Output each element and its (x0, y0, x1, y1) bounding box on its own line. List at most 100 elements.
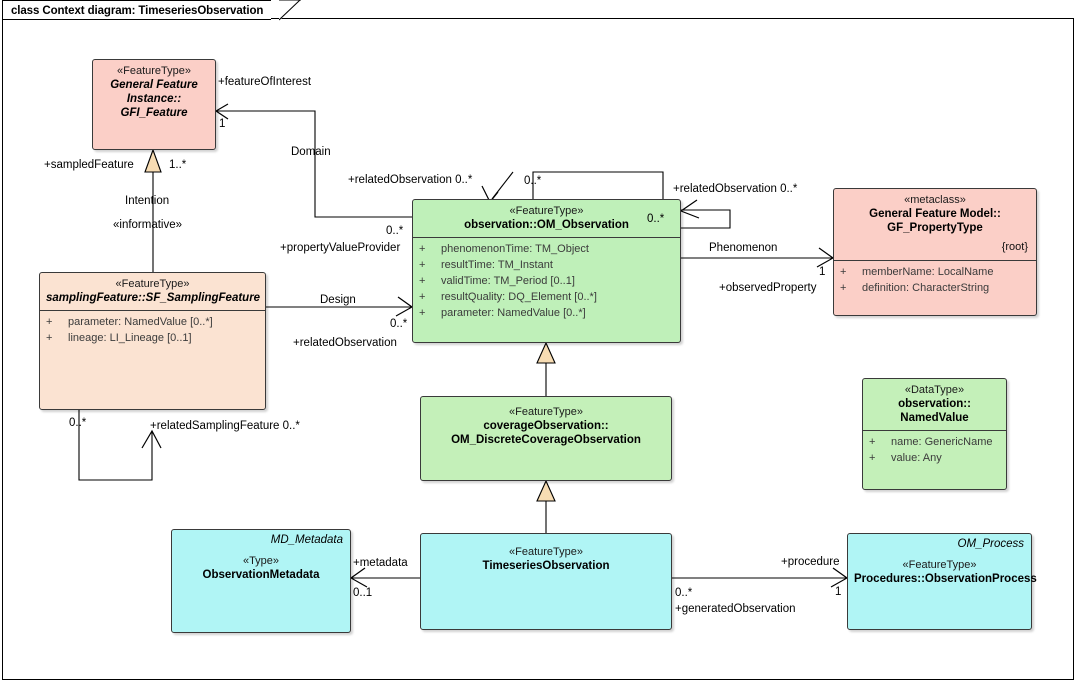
class-sf-samplingfeature[interactable]: «FeatureType» samplingFeature::SF_Sampli… (39, 272, 266, 410)
attribute-text: definition: CharacterString (862, 281, 990, 294)
attribute-row: + validTime: TM_Period [0..1] (419, 274, 676, 290)
label-procedure-role: +procedure (781, 556, 840, 568)
class-name-line2: NamedValue (900, 412, 969, 425)
class-om-discretecoverageobservation[interactable]: «FeatureType» coverageObservation:: OM_D… (420, 396, 672, 481)
label-related-observation-top-mult: 0..* (524, 175, 542, 187)
label-design-mult: 0..* (390, 318, 408, 330)
attribute-text: value: Any (891, 452, 942, 465)
label-observed-property-mult: 1 (819, 266, 826, 278)
label-generated-observation-mult: 0..* (675, 587, 693, 599)
visibility-marker: + (840, 265, 847, 278)
attribute-compartment: +phenomenonTime: TM_Object + resultTime: … (413, 238, 680, 326)
class-observationmetadata[interactable]: MD_Metadata «Type» ObservationMetadata (171, 529, 351, 633)
label-metadata-mult: 0..1 (353, 587, 373, 599)
class-name: samplingFeature::SF_SamplingFeature (46, 292, 261, 305)
visibility-marker: + (46, 316, 53, 329)
diagram-title-tab: class Context diagram: TimeseriesObserva… (2, 0, 272, 20)
attribute-text: name: GenericName (891, 436, 993, 449)
attribute-row: + definition: CharacterString (840, 281, 1032, 297)
label-feature-of-interest-mult: 1 (219, 118, 226, 130)
attribute-row: + resultTime: TM_Instant (419, 258, 676, 274)
attribute-text: resultTime: TM_Instant (441, 259, 553, 272)
attribute-row: + memberName: LocalName (840, 265, 1032, 281)
label-related-observation-right: +relatedObservation 0..* (673, 183, 798, 195)
visibility-marker: + (419, 243, 426, 256)
class-qualifier-tag: OM_Process (957, 538, 1024, 550)
class-name-line1: observation:: (898, 398, 971, 411)
label-related-sampling-feature-role: +relatedSamplingFeature 0..* (150, 420, 300, 432)
class-stereotype: «FeatureType» (117, 65, 191, 77)
attribute-row: + lineage: LI_Lineage [0..1] (46, 331, 261, 347)
attribute-text: validTime: TM_Period [0..1] (441, 275, 575, 288)
class-name-line2: GF_PropertyType (887, 222, 983, 235)
class-observationprocess[interactable]: OM_Process «FeatureType» Procedures::Obs… (847, 533, 1037, 630)
label-phenomenon-name: Phenomenon (709, 242, 778, 254)
class-om-observation[interactable]: «FeatureType» observation::OM_Observatio… (412, 199, 681, 343)
class-stereotype: «FeatureType» (509, 205, 584, 217)
class-name: ObservationMetadata (202, 569, 320, 582)
attribute-row: +parameter: NamedValue [0..*] (419, 306, 676, 322)
class-name-line2: OM_DiscreteCoverageObservation (451, 434, 641, 447)
class-constraint-root: {root} (1001, 241, 1028, 254)
label-sampled-feature-role: +sampledFeature (44, 159, 134, 171)
class-name: observation::OM_Observation (464, 219, 629, 232)
label-property-value-provider: +propertyValueProvider (280, 242, 401, 254)
label-sampled-feature-mult: 1..* (169, 159, 187, 171)
label-intention-name: Intention (125, 195, 170, 207)
attribute-text: memberName: LocalName (862, 265, 994, 278)
label-design-name: Design (320, 294, 356, 306)
label-observed-property-role: +observedProperty (719, 282, 817, 294)
attribute-text: lineage: LI_Lineage [0..1] (68, 332, 192, 345)
label-related-observation-left: +relatedObservation 0..* (348, 174, 473, 186)
diagram-frame (2, 18, 1074, 680)
label-design-role: +relatedObservation (293, 337, 397, 349)
attribute-compartment: + name: GenericName + value: Any (863, 431, 1006, 471)
class-qualifier-tag: MD_Metadata (270, 534, 343, 546)
label-related-sampling-feature-mult: 0..* (69, 417, 87, 429)
visibility-marker: + (46, 332, 53, 345)
class-name-line1: General Feature (110, 79, 198, 92)
label-generated-observation-role: +generatedObservation (675, 603, 796, 615)
attribute-text: resultQuality: DQ_Element [0..*] (441, 291, 597, 304)
class-stereotype: «Type» (242, 555, 280, 567)
class-name: Procedures::ObservationProcess (854, 573, 1037, 586)
diagram-title: class Context diagram: TimeseriesObserva… (11, 4, 264, 17)
label-domain-target-mult: 0..* (386, 225, 404, 237)
visibility-marker: + (869, 436, 876, 449)
label-related-observation-right-mult: 0..* (647, 213, 665, 225)
label-procedure-mult: 1 (835, 586, 842, 598)
attribute-row: +phenomenonTime: TM_Object (419, 242, 676, 258)
class-name: TimeseriesObservation (482, 560, 610, 573)
label-metadata-role: +metadata (353, 557, 408, 569)
attribute-compartment: + memberName: LocalName + definition: Char… (834, 261, 1036, 301)
class-name-line1: coverageObservation:: (483, 420, 609, 433)
attribute-row: + parameter: NamedValue [0..*] (46, 315, 261, 331)
class-stereotype: «FeatureType» (509, 406, 583, 418)
class-timeseriesobservation[interactable]: «FeatureType» TimeseriesObservation (420, 533, 672, 630)
visibility-marker: + (419, 259, 426, 272)
class-namedvalue[interactable]: «DataType» observation:: NamedValue + nam… (862, 378, 1007, 490)
class-gfi-feature[interactable]: «FeatureType» General Feature Instance::… (92, 59, 216, 150)
attribute-text: parameter: NamedValue [0..*] (68, 316, 213, 329)
class-stereotype: «FeatureType» (902, 559, 977, 571)
class-stereotype: «DataType» (904, 384, 965, 396)
title-tab-slant (279, 0, 301, 21)
attribute-row: + resultQuality: DQ_Element [0..*] (419, 290, 676, 306)
class-name-line3: GFI_Feature (120, 107, 188, 120)
label-intention-stereotype: «informative» (113, 219, 183, 231)
visibility-marker: + (419, 291, 426, 304)
attribute-row: + value: Any (869, 451, 1002, 467)
label-feature-of-interest-role: +featureOfInterest (218, 76, 312, 88)
class-stereotype: «metaclass» (904, 194, 966, 206)
visibility-marker: + (419, 275, 426, 288)
attribute-compartment: + parameter: NamedValue [0..*] + lineage: … (40, 311, 265, 351)
class-name-line1: General Feature Model:: (869, 208, 1001, 221)
class-gf-propertytype[interactable]: «metaclass» General Feature Model:: GF_P… (833, 188, 1037, 316)
visibility-marker: + (840, 281, 847, 294)
visibility-marker: + (869, 452, 876, 465)
attribute-text: parameter: NamedValue [0..*] (441, 307, 586, 320)
class-name-line2: Instance:: (126, 93, 182, 106)
class-stereotype: «FeatureType» (509, 546, 583, 558)
class-stereotype: «FeatureType» (115, 278, 190, 290)
